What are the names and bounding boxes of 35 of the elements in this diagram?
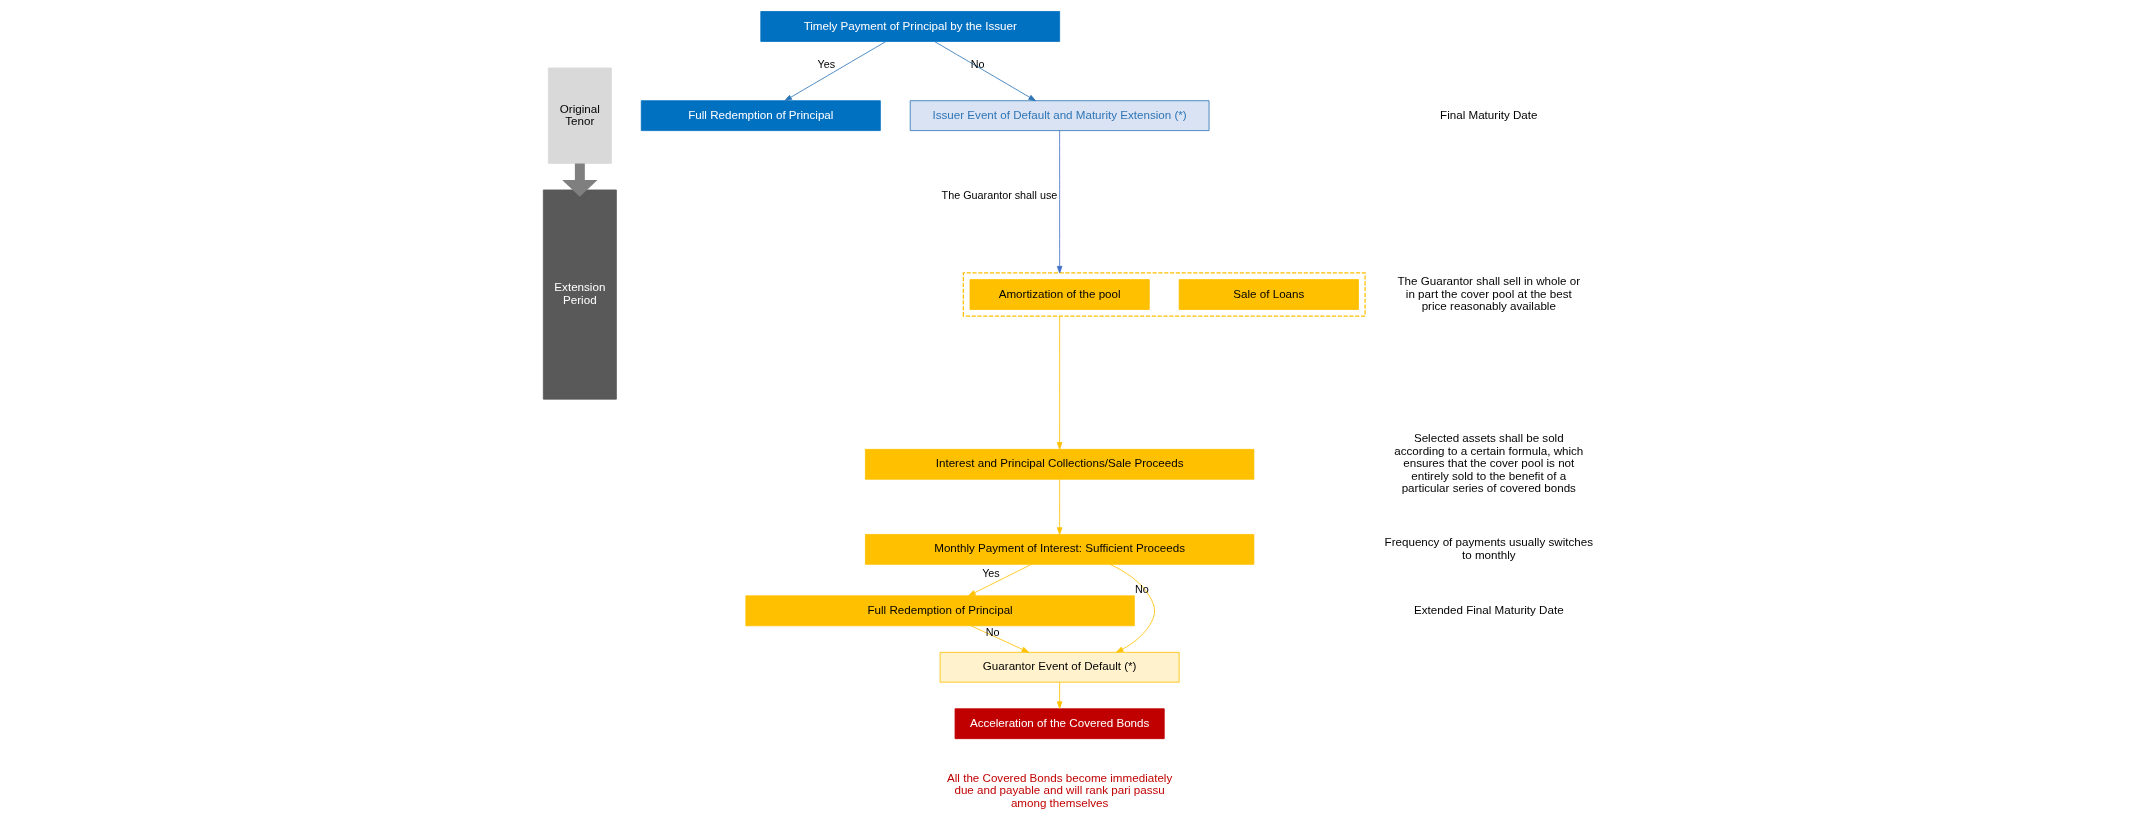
node-box: Issuer Event of Default and Maturity Extension (*) — [909, 100, 1209, 132]
node-box: Monthly Payment of Interest: Sufficient Proceeds — [864, 534, 1254, 565]
label: Frequency of payments usually switches to monthly — [1384, 535, 1593, 561]
node-box: Amortization of the pool — [969, 279, 1150, 310]
edge-label: Yes — [816, 58, 835, 71]
node-box: Extension Period — [542, 189, 617, 400]
arrow — [1056, 478, 1062, 535]
node-box: Acceleration of the Covered Bonds — [954, 708, 1165, 740]
arrow — [1109, 563, 1155, 653]
arrow — [1056, 682, 1062, 709]
edge-label: The Guarantor shall use — [941, 188, 1057, 201]
arrow — [1056, 130, 1062, 274]
cluster — [962, 272, 1366, 317]
label: Final Maturity Date — [1439, 107, 1537, 121]
node-box: Timely Payment of Principal by the Issuer — [759, 11, 1060, 42]
arrow — [967, 563, 1032, 597]
arrow — [783, 41, 886, 102]
node-box: Interest and Principal Collections/Sale Proceeds — [864, 448, 1254, 480]
edge-label: No — [985, 626, 1000, 639]
arrow — [1056, 315, 1062, 450]
label: Extended Final Maturity Date — [1413, 602, 1564, 616]
node-box: Sale of Loans — [1178, 279, 1359, 310]
edge-label: Yes — [981, 567, 1000, 579]
edge-label: No — [1134, 582, 1149, 595]
edge-label: No — [970, 58, 984, 71]
label: The Guarantor shall sell in whole or in part the cover pool at the best price reasonably available — [1396, 274, 1580, 313]
arrow — [561, 163, 598, 197]
arrow — [933, 41, 1036, 102]
node-label: All the Covered Bonds become immediately due and payable and will rank pari passu among themselves — [946, 770, 1172, 809]
label: Selected assets shall be sold according to a certain formula, which ensures that the cover pool is not entirely sold to the benefit of a particular series of covered bonds — [1393, 431, 1583, 495]
node-box: Guarantor Event of Default (*) — [939, 651, 1180, 683]
node-box: Full Redemption of Principal — [744, 595, 1135, 627]
arrow — [970, 625, 1029, 653]
node-box: Original Tenor — [547, 67, 612, 164]
node-box: Full Redemption of Principal — [640, 100, 881, 132]
